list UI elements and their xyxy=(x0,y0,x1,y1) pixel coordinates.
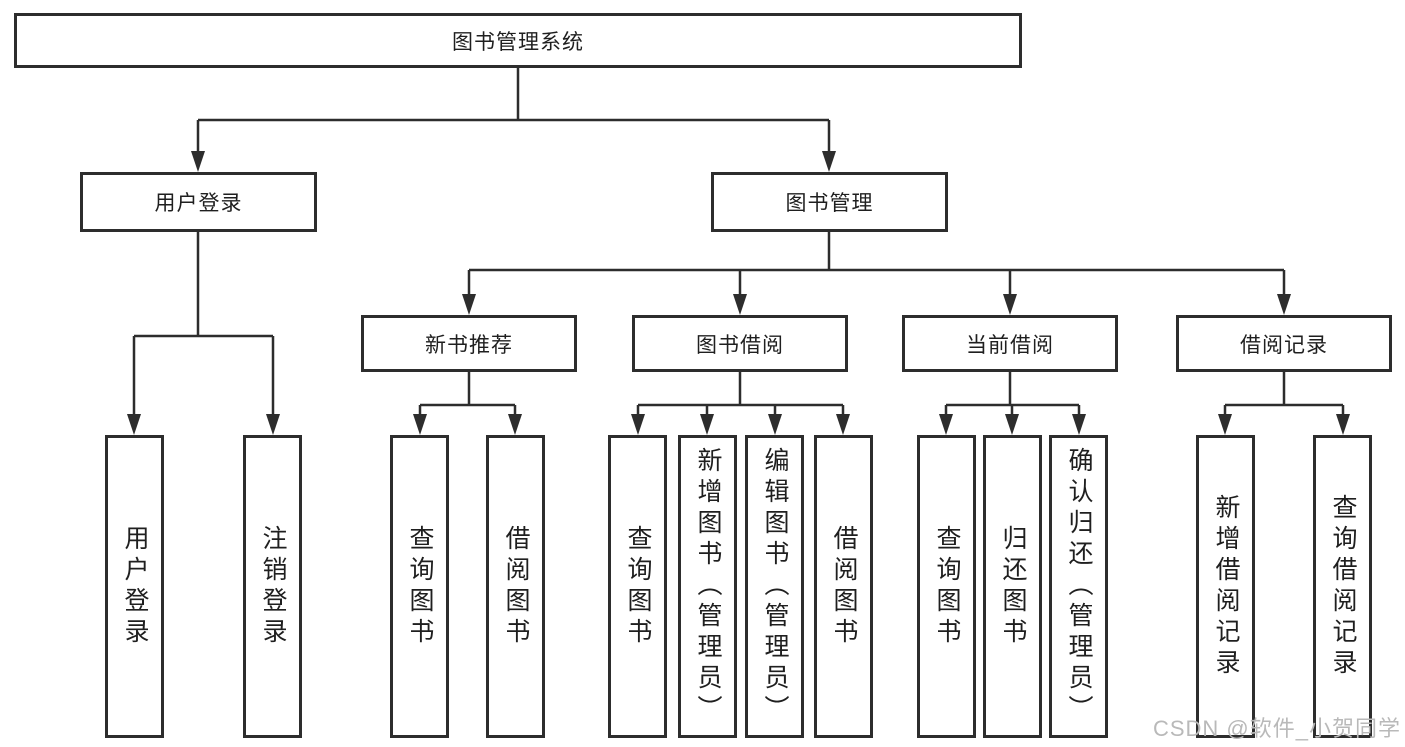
leaf-add-book-admin: 新增图书（管理员） xyxy=(678,435,737,738)
leaf-query-books-recommend-label: 查询图书 xyxy=(406,524,434,649)
leaf-confirm-return-admin-label: 确认归还（管理员） xyxy=(1065,447,1093,726)
leaf-confirm-return-admin: 确认归还（管理员） xyxy=(1049,435,1108,738)
node-new-book-recommend: 新书推荐 xyxy=(361,315,577,372)
arrowheads xyxy=(127,151,1350,435)
leaf-add-book-admin-label: 新增图书（管理员） xyxy=(694,447,722,726)
leaf-borrow-books-label: 借阅图书 xyxy=(830,524,858,649)
leaf-add-borrow-record-label: 新增借阅记录 xyxy=(1212,493,1240,680)
leaf-return-book: 归还图书 xyxy=(983,435,1042,738)
node-current-borrow: 当前借阅 xyxy=(902,315,1118,372)
leaf-user-login-label: 用户登录 xyxy=(121,524,149,649)
leaf-borrow-books-recommend: 借阅图书 xyxy=(486,435,545,738)
leaf-logout: 注销登录 xyxy=(243,435,302,738)
leaf-query-books-recommend: 查询图书 xyxy=(390,435,449,738)
watermark: CSDN @软件_小贺同学 xyxy=(1152,716,1401,741)
leaf-query-borrow-record: 查询借阅记录 xyxy=(1313,435,1372,738)
leaf-query-books-current-label: 查询图书 xyxy=(933,524,961,649)
leaf-edit-book-admin-label: 编辑图书（管理员） xyxy=(761,447,789,726)
leaf-query-books-borrow-label: 查询图书 xyxy=(624,524,652,649)
node-library-system: 图书管理系统 xyxy=(14,13,1022,68)
leaf-query-books-current: 查询图书 xyxy=(917,435,976,738)
leaf-add-borrow-record: 新增借阅记录 xyxy=(1196,435,1255,738)
leaf-logout-label: 注销登录 xyxy=(259,524,287,649)
node-user-login: 用户登录 xyxy=(80,172,317,232)
node-book-borrow: 图书借阅 xyxy=(632,315,848,372)
leaf-borrow-books: 借阅图书 xyxy=(814,435,873,738)
leaf-edit-book-admin: 编辑图书（管理员） xyxy=(745,435,804,738)
node-borrow-records: 借阅记录 xyxy=(1176,315,1392,372)
leaf-query-books-borrow: 查询图书 xyxy=(608,435,667,738)
leaf-borrow-books-recommend-label: 借阅图书 xyxy=(502,524,530,649)
node-book-management: 图书管理 xyxy=(711,172,948,232)
leaf-query-borrow-record-label: 查询借阅记录 xyxy=(1329,493,1357,680)
leaf-return-book-label: 归还图书 xyxy=(999,524,1027,649)
leaf-user-login: 用户登录 xyxy=(105,435,164,738)
